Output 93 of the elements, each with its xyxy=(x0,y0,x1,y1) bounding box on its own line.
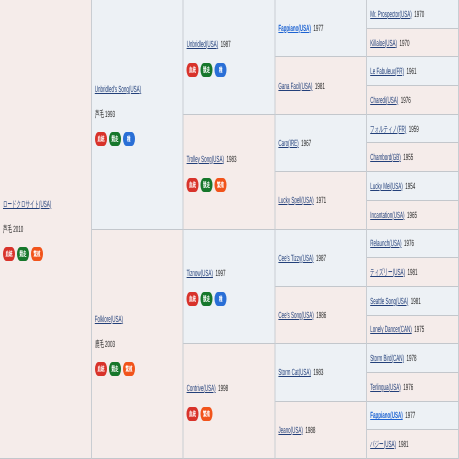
horse-name-link: Lucky Mel(USA) xyxy=(370,180,403,193)
horse-name-link: Chambord(GB) xyxy=(370,151,401,164)
horse-name-link: Trolley Song(USA) xyxy=(186,152,224,166)
pedigree-cell xyxy=(367,230,459,258)
horse-name-link: Caro(IRE) xyxy=(278,136,299,150)
coat-and-year: 芦毛 1993 xyxy=(94,108,116,122)
pedigree-cell xyxy=(367,402,459,430)
pedigree-cell xyxy=(275,114,368,172)
horse-name-link: ロードクロサイト(USA) xyxy=(3,198,52,211)
horse-name-link: Killaloe(USA) xyxy=(370,36,397,50)
birth-year: 1955 xyxy=(403,151,414,164)
horse-name-link: Jeano(USA) xyxy=(278,424,303,437)
birth-year: 1998 xyxy=(218,382,228,396)
pedigree-cell xyxy=(367,200,459,230)
horse-name-link: Lucky Spell(USA) xyxy=(278,194,314,208)
pedigree-cell xyxy=(275,402,368,459)
birth-year: 1976 xyxy=(403,380,414,394)
coat-and-year: 鹿毛 2003 xyxy=(94,338,116,351)
birth-year: 1981 xyxy=(398,438,408,452)
birth-year: 1983 xyxy=(226,152,236,166)
pedigree-cell xyxy=(367,86,459,115)
horse-name-link: Cee's Song(USA) xyxy=(278,309,314,322)
pedigree-cell xyxy=(367,430,459,459)
horse-name-link: バジー(USA) xyxy=(370,438,396,452)
birth-year: 1976 xyxy=(400,94,411,107)
horse-name-link: Tiznow(USA) xyxy=(186,267,213,280)
birth-year: 1961 xyxy=(406,65,416,78)
pedigree-cell xyxy=(367,143,459,172)
birth-year: 1970 xyxy=(414,8,424,21)
horse-name-link: Cee's Tizzy(USA) xyxy=(278,252,314,265)
birth-year: 1988 xyxy=(305,424,316,437)
pedigree-cell xyxy=(275,172,368,230)
pedigree-cell xyxy=(275,344,368,402)
birth-year: 1970 xyxy=(399,36,410,50)
birth-year: 1986 xyxy=(316,309,326,322)
birth-year: 1954 xyxy=(405,180,416,193)
horse-name-link: Unbridled(USA) xyxy=(186,38,218,51)
birth-year: 1965 xyxy=(406,208,417,222)
pedigree-cell xyxy=(275,230,368,287)
horse-name-link: Mr. Prospector(USA) xyxy=(370,8,412,21)
horse-name-link: Relaunch(USA) xyxy=(370,237,402,250)
birth-year: 1981 xyxy=(314,80,325,93)
horse-name-link: フォルティノ(FR) xyxy=(370,122,406,136)
horse-name-link: Gana Facil(USA) xyxy=(278,80,312,93)
pedigree-cell xyxy=(367,286,459,316)
birth-year: 1967 xyxy=(301,136,312,150)
birth-year: 1975 xyxy=(414,323,424,336)
birth-year: 1983 xyxy=(313,366,324,380)
pedigree-cell xyxy=(367,372,459,402)
horse-name-link: Unbridled's Song(USA) xyxy=(94,83,142,96)
horse-name-link: Contrive(USA) xyxy=(186,382,216,396)
pedigree-cell xyxy=(0,0,92,459)
horse-name-link: ティズリー(USA) xyxy=(370,266,405,280)
birth-year: 1987 xyxy=(220,38,231,51)
pedigree-cell xyxy=(367,28,459,58)
birth-year: 1959 xyxy=(408,122,419,136)
birth-year: 1997 xyxy=(215,267,226,280)
birth-year: 1971 xyxy=(316,194,326,208)
birth-year: 1978 xyxy=(406,352,416,366)
birth-year: 1981 xyxy=(410,294,421,308)
pedigree-cell xyxy=(275,57,368,115)
pedigree-cell xyxy=(367,0,459,29)
pedigree-cell xyxy=(92,0,184,230)
coat-and-year: 芦毛 2010 xyxy=(3,223,24,236)
pedigree-cell xyxy=(184,344,276,459)
birth-year: 1981 xyxy=(407,266,418,280)
horse-name-link: Lonely Dancer(CAN) xyxy=(370,323,412,336)
pedigree-cell xyxy=(275,286,368,344)
pedigree-cell xyxy=(367,172,459,201)
horse-name-link: Terlingua(USA) xyxy=(370,380,401,394)
pedigree-cell xyxy=(367,114,459,144)
pedigree-cell xyxy=(367,344,459,373)
horse-name-link: Storm Bird(CAN) xyxy=(370,352,404,366)
horse-name-link: Folklore(USA) xyxy=(94,312,124,326)
pedigree-cell xyxy=(92,230,184,459)
pedigree-cell xyxy=(184,0,276,115)
horse-name-link: Le Fabuleux(FR) xyxy=(370,65,404,78)
pedigree-cell xyxy=(275,0,368,58)
pedigree-cell xyxy=(367,316,459,344)
horse-name-link: Fappiano(USA) xyxy=(278,22,311,36)
horse-name-link: Charedi(USA) xyxy=(370,94,398,107)
birth-year: 1977 xyxy=(313,22,324,36)
horse-name-link: Storm Cat(USA) xyxy=(278,366,311,380)
pedigree-cell xyxy=(184,230,276,344)
birth-year: 1987 xyxy=(316,252,326,265)
horse-name-link: Seattle Song(USA) xyxy=(370,294,408,308)
pedigree-cell xyxy=(367,57,459,86)
pedigree-cell xyxy=(184,114,276,230)
birth-year: 1977 xyxy=(405,409,416,422)
birth-year: 1976 xyxy=(404,237,414,250)
horse-name-link: Incantation(USA) xyxy=(370,208,404,222)
horse-name-link: Fappiano(USA) xyxy=(370,409,403,422)
pedigree-cell xyxy=(367,258,459,287)
